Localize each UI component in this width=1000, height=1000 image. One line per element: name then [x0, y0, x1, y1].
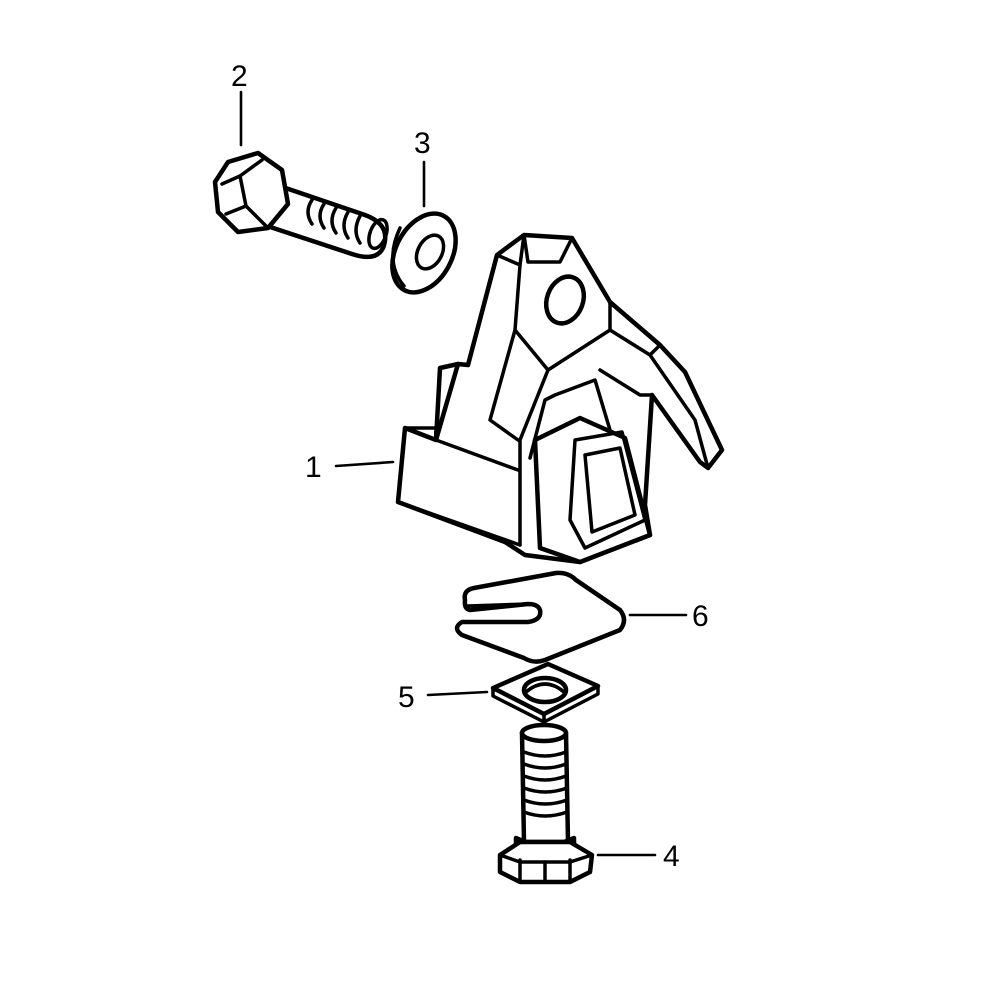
- shim-plate: [454, 570, 627, 664]
- callout-3: 3: [414, 127, 431, 160]
- washer: [390, 211, 458, 295]
- hex-bolt: [212, 150, 389, 260]
- callout-5: 5: [398, 681, 415, 714]
- leader-line-5: [426, 690, 489, 697]
- callout-2: 2: [231, 60, 248, 93]
- mount-bracket: [395, 232, 725, 565]
- callout-6: 6: [692, 600, 709, 633]
- leader-line-1: [334, 460, 395, 468]
- lower-bolt: [497, 722, 595, 885]
- square-washer: [490, 661, 601, 724]
- callout-4: 4: [663, 840, 680, 873]
- callout-1: 1: [305, 451, 322, 484]
